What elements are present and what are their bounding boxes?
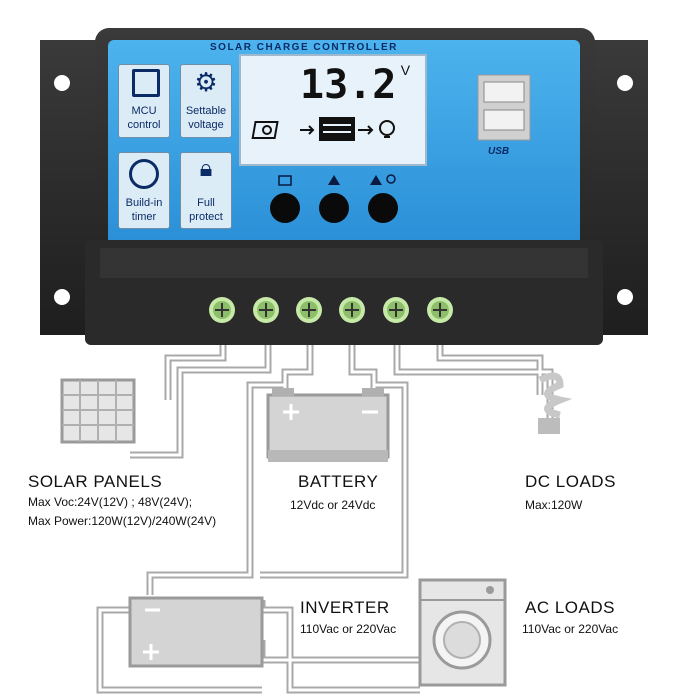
lcd-flow-icons — [251, 117, 395, 141]
tile-timer-line1: Build-in — [125, 197, 163, 209]
wire-batt-inverter-pos — [146, 381, 289, 595]
tile-settable-voltage: ⚙ Settable voltage — [180, 64, 232, 138]
voltage-unit: V — [400, 62, 411, 78]
tile-mcu-line2: control — [127, 119, 161, 131]
solar-voc: Max Voc:24V(12V) ; 48V(24V); — [28, 495, 193, 509]
tile-mcu-line1: MCU — [131, 105, 157, 117]
solar-panels-title: SOLAR PANELS — [28, 472, 163, 491]
menu-button — [270, 193, 300, 223]
tile-mcu-control: MCU control — [118, 64, 170, 138]
dc-loads-title: DC LOADS — [525, 472, 616, 491]
up-button — [319, 193, 349, 223]
load-button — [368, 193, 398, 223]
clock-icon — [129, 159, 159, 189]
inverter-title: INVERTER — [300, 598, 390, 617]
tile-build-in-timer: Build-in timer — [118, 152, 170, 229]
washing-machine-icon — [418, 578, 507, 687]
gear-icon: ⚙ — [194, 67, 218, 97]
tile-full-protect: 🔒︎ Full protect — [180, 152, 232, 229]
solar-power: Max Power:120W(12V)/240W(24V) — [28, 514, 217, 528]
tile-protect-line1: Full — [197, 197, 215, 209]
ac-loads-spec: 110Vac or 220Vac — [522, 622, 619, 636]
chip-icon — [132, 69, 160, 97]
inverter-icon — [128, 596, 264, 668]
tile-settable-line1: Settable — [185, 105, 227, 117]
wire-inverter-ac-1 — [258, 640, 420, 664]
lcd-readout: 13.2 V — [300, 62, 410, 108]
dc-loads-spec: Max:120W — [525, 498, 583, 512]
voltage-value: 13.2 — [300, 62, 397, 108]
battery-title: BATTERY — [298, 472, 379, 491]
usb-label: USB — [488, 146, 510, 157]
tile-timer-line2: timer — [131, 211, 157, 223]
cfl-bulb-icon — [538, 372, 573, 434]
ac-loads-title: AC LOADS — [525, 598, 615, 617]
terminal-screws — [209, 297, 453, 323]
solar-panel-icon — [60, 378, 136, 444]
battery-icon — [266, 388, 390, 462]
lock-icon: 🔒︎ — [199, 155, 213, 182]
inverter-spec: 110Vac or 220Vac — [300, 622, 397, 636]
tile-settable-line2: voltage — [188, 119, 224, 131]
controller-title: SOLAR CHARGE CONTROLLER — [210, 42, 398, 53]
lcd-screen — [239, 54, 427, 166]
battery-spec: 12Vdc or 24Vdc — [290, 498, 376, 512]
tile-protect-line2: protect — [189, 211, 223, 223]
